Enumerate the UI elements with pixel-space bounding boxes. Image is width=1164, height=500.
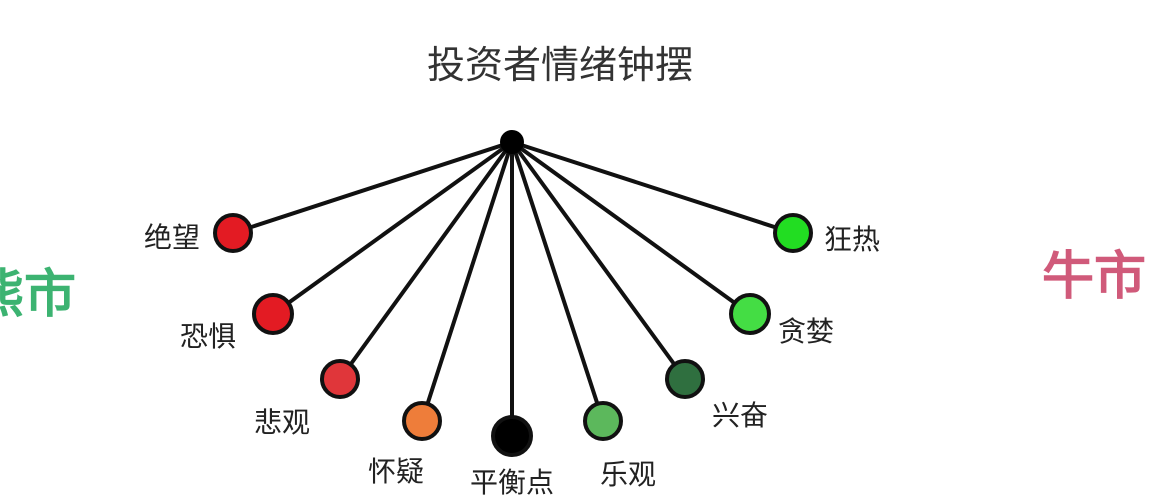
pendulum-string	[510, 140, 752, 316]
sentiment-label: 绝望	[144, 221, 200, 254]
sentiment-label: 恐惧	[180, 320, 236, 353]
pendulum-strings	[231, 140, 795, 438]
pendulum-bob	[491, 415, 533, 457]
diagram-title: 投资者情绪钟摆	[427, 43, 693, 87]
pendulum-bob	[402, 401, 442, 441]
pendulum-string	[420, 140, 514, 423]
pendulum-string	[338, 140, 514, 381]
pendulum-bob	[320, 359, 360, 399]
sentiment-label: 乐观	[600, 458, 656, 491]
sentiment-label: 贪婪	[778, 315, 834, 348]
pendulum-bob	[213, 213, 253, 253]
pendulum-bob	[729, 293, 771, 335]
pendulum-bobs	[213, 213, 813, 457]
pendulum-bob	[583, 401, 623, 441]
sentiment-label: 兴奋	[712, 399, 768, 432]
bear-market-label: 熊市	[0, 265, 76, 325]
pendulum-bob	[665, 359, 705, 399]
pendulum-string	[510, 140, 687, 381]
pendulum-string	[510, 140, 795, 235]
pendulum-string	[510, 140, 605, 423]
bull-market-label: 牛市	[1042, 247, 1146, 307]
sentiment-label: 狂热	[824, 223, 880, 256]
pendulum-pivot	[500, 130, 524, 154]
pendulum-string	[271, 140, 514, 316]
pendulum-bob	[252, 293, 294, 335]
pendulum-string	[231, 140, 514, 235]
sentiment-label: 怀疑	[368, 455, 424, 488]
pendulum-bob	[773, 213, 813, 253]
sentiment-label: 悲观	[254, 406, 310, 439]
sentiment-label: 平衡点	[470, 466, 554, 499]
